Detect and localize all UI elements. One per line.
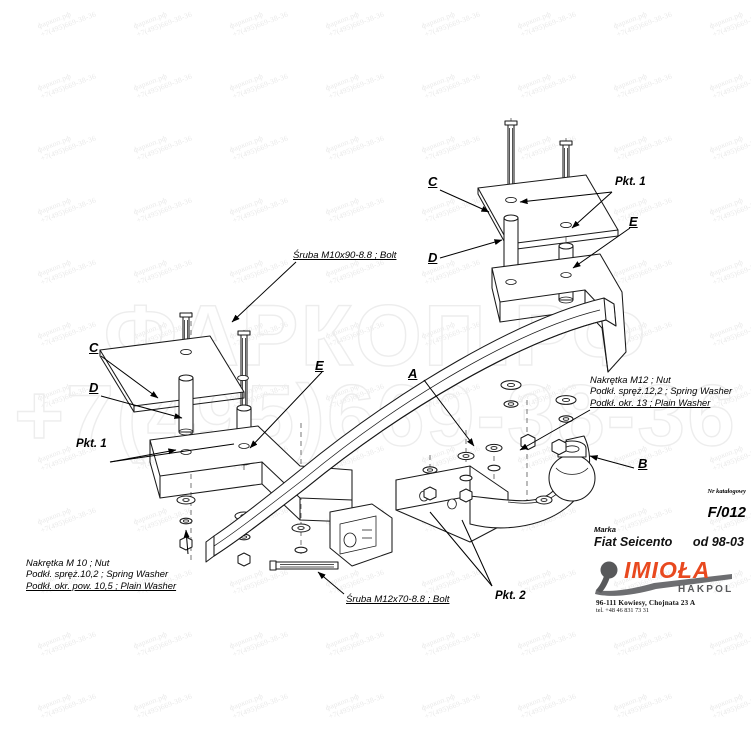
catalog-number-label: Nr katalogowy (707, 488, 746, 495)
hardware-note-left-line1: Nakrętka M 10 ; Nut (26, 557, 110, 568)
hardware-note-left-line3: Podkł. okr. pow. 10,5 ; Plain Washer (26, 579, 177, 591)
model-years: od 98-03 (692, 535, 744, 549)
lower-spacer-tube-left (178, 374, 194, 436)
bolt-callout-lower: Śruba M12x70-8.8 ; Bolt (346, 594, 450, 605)
hardware-note-right-line1: Nakrętka M12 ; Nut (590, 374, 671, 385)
hardware-note-left-line2: Podkł. spręż.10,2 ; Spring Washer (26, 568, 169, 580)
upper-bracket-assembly (477, 120, 627, 373)
title-block: Nr katalogowy F/012 Marka Fiat Seicento … (592, 488, 748, 626)
lower-flat-plate (99, 335, 249, 413)
catalog-number-value: F/012 (707, 504, 746, 521)
company-address: 96-111 Kowiesy, Chojnata 23 A (596, 598, 696, 607)
logo-wordmark: IMIOŁA (624, 557, 711, 583)
socket-plate (329, 503, 393, 567)
vehicle-model: Fiat Seicento (594, 535, 673, 549)
brand-label: Marka (594, 525, 616, 534)
company-phone: tel. +48 46 831 73 31 (596, 607, 649, 614)
logo-subtext: HAKPOL (678, 584, 733, 595)
lower-hardware-stack (176, 495, 311, 567)
upper-spacer-tube-left (503, 214, 519, 274)
label-c-left: C (89, 340, 99, 355)
main-crossbeam (205, 297, 617, 563)
label-e-right: E (629, 214, 638, 229)
label-e-left: E (315, 358, 324, 373)
upper-bolt-1 (504, 120, 518, 200)
hardware-note-left: Nakrętka M 10 ; Nut Podkł. spręż.10,2 ; … (26, 557, 176, 591)
label-pkt2: Pkt. 2 (495, 590, 526, 602)
label-d-left: D (89, 380, 99, 395)
leader-lines (100, 189, 635, 595)
beam-hardware (422, 380, 577, 503)
hardware-note-right-line3: Podkł. okr. 13 ; Plain Washer (590, 396, 711, 408)
imiola-hakpol-logo: IMIOŁA HAKPOL (595, 557, 733, 596)
label-c-right: C (428, 174, 438, 189)
upper-flat-plate (477, 174, 619, 251)
label-b: B (638, 456, 648, 471)
label-d-right: D (428, 250, 438, 265)
label-pkt1-right: Pkt. 1 (615, 176, 646, 188)
ball-fixing-nut (535, 495, 553, 505)
label-pkt1-left: Pkt. 1 (76, 438, 107, 450)
hardware-note-right: Nakrętka M12 ; Nut Podkł. spręż.12,2 ; S… (590, 374, 732, 408)
lower-m12-bolt (269, 560, 339, 571)
bolt-callout-upper: Śruba M10x90-8.8 ; Bolt (293, 250, 397, 261)
lower-bracket-assembly (99, 312, 353, 567)
hardware-note-right-line2: Podkł. spręż.12,2 ; Spring Washer (590, 385, 733, 397)
towball-arm-assembly (269, 435, 596, 571)
label-a: A (408, 366, 418, 381)
